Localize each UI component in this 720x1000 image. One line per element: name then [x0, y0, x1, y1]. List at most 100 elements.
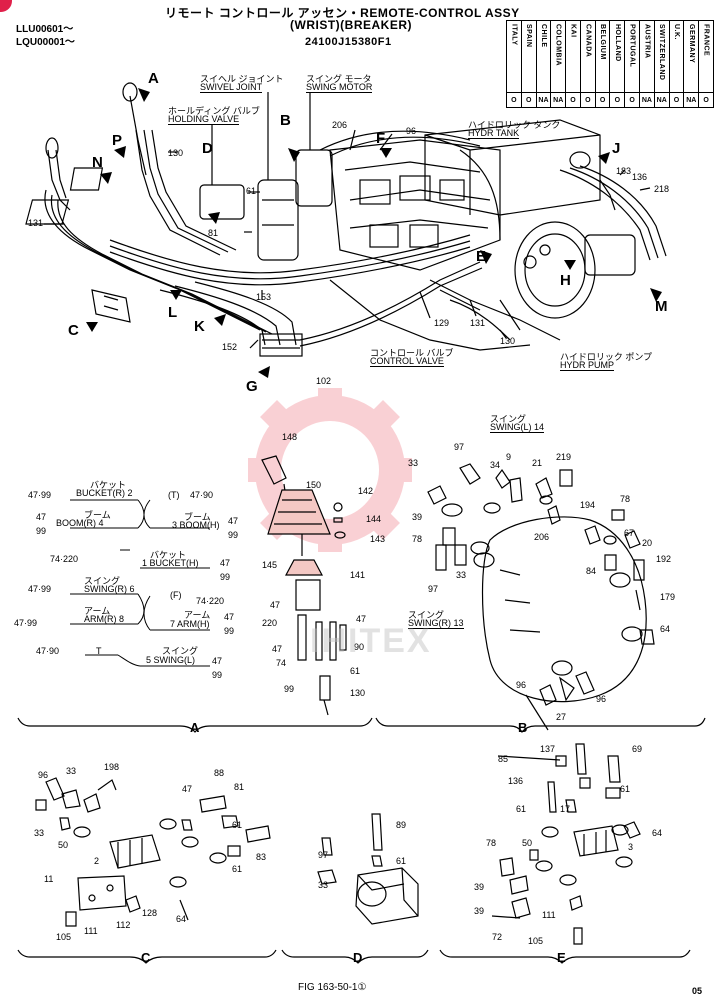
part-callout-number: 74	[276, 658, 287, 668]
country-applicability: NA	[684, 92, 699, 107]
part-callout-number: 34	[490, 460, 501, 470]
schematic-port-number: 47·99	[14, 618, 38, 628]
view-letter-h: H	[560, 272, 571, 289]
part-callout-number: 97	[454, 442, 465, 452]
hydr-pump-label: HYDR PUMP	[560, 360, 615, 371]
part-callout-number: 96	[596, 694, 607, 704]
schematic-port-number: 99	[224, 626, 235, 636]
part-callout-number: 131	[470, 318, 486, 328]
part-callout-number: 47	[272, 644, 283, 654]
country-name: KAI	[569, 24, 577, 38]
part-callout-number: 130	[500, 336, 516, 346]
schem-swing-l: 5 SWING(L)	[146, 655, 196, 665]
view-letter-n: N	[92, 154, 103, 171]
part-callout-number: 11	[44, 874, 54, 884]
schematic-port-number: 99	[228, 530, 239, 540]
part-callout-number: 20	[642, 538, 653, 548]
schem-t2-port: T	[96, 646, 102, 656]
schem-boom-h-jp: ブーム	[184, 512, 211, 522]
title-line1: リモート コントロール アッセン・REMOTE-CONTROL ASSY	[165, 6, 520, 20]
part-callout-number: 136	[508, 776, 524, 786]
part-callout-number: 78	[412, 534, 423, 544]
arrow-icon	[138, 88, 150, 102]
part-callout-number: 33	[66, 766, 77, 776]
part-callout-number: 69	[632, 744, 643, 754]
rubber-boot-icon	[267, 489, 331, 535]
schematic-port-number: 47·90	[190, 490, 214, 500]
view-letter-k: K	[194, 318, 205, 335]
part-callout-number: 128	[142, 908, 158, 918]
part-callout-number: 67	[624, 528, 635, 538]
schem-swing-r: SWING(R) 6	[84, 584, 135, 594]
schem-bucket-r: BUCKET(R) 2	[76, 488, 133, 498]
schematic-port-number: 99	[36, 526, 47, 536]
schem-arm-r: ARM(R) 8	[84, 614, 124, 624]
part-callout-number: 61	[516, 804, 527, 814]
schem-t-port: (T)	[168, 490, 180, 500]
country-name: SPAIN	[525, 24, 533, 48]
section-label-c: C	[141, 950, 151, 965]
part-callout-number: 150	[306, 480, 322, 490]
country-applicability: NA	[654, 92, 669, 107]
swing-r-label-jp: スイング	[408, 610, 445, 620]
country-applicability: O	[566, 92, 580, 107]
part-callout-number: 192	[656, 554, 672, 564]
part-callout-number: 179	[660, 592, 676, 602]
part-callout-number: 17	[560, 804, 571, 814]
view-letter-j: J	[612, 140, 621, 157]
part-callout-number: 64	[660, 624, 671, 634]
schematic-port-number: 47	[224, 612, 235, 622]
part-callout-number: 61	[232, 864, 243, 874]
schematic-port-number: 47	[220, 558, 231, 568]
part-callout-number: 72	[492, 932, 503, 942]
schem-arm-r-jp: アーム	[84, 606, 111, 616]
part-callout-number: 89	[396, 820, 407, 830]
arrow-icon	[258, 366, 270, 378]
schem-boom-r: BOOM(R) 4	[56, 518, 104, 528]
arrow-icon	[480, 250, 492, 264]
section-label-d: D	[353, 950, 363, 965]
part-callout-number: 141	[350, 570, 366, 580]
title-line2: (WRIST)(BREAKER)	[290, 18, 412, 32]
holding-valve-label-jp: ホールディング バルブ	[168, 106, 260, 116]
part-callout-number: 97	[318, 850, 329, 860]
arrow-icon	[170, 290, 182, 300]
country-applicability: O	[580, 92, 595, 107]
part-callout-number: 85	[498, 754, 509, 764]
arrow-icon	[598, 152, 610, 164]
view-letter-m: M	[655, 298, 668, 315]
schematic-port-number: 74·220	[50, 554, 79, 564]
country-applicability: O	[507, 92, 521, 107]
schem-f-port: (F)	[170, 590, 182, 600]
part-callout-number: 143	[370, 534, 386, 544]
part-callout-number: 183	[616, 166, 632, 176]
swing-l-label: SWING(L) 14	[490, 422, 545, 433]
country-applicability: NA	[536, 92, 551, 107]
part-callout-number: 144	[366, 514, 382, 524]
schem-bucket-h: 1 BUCKET(H)	[142, 558, 199, 568]
part-callout-number: 9	[506, 452, 512, 462]
part-callout-number: 61	[396, 856, 407, 866]
part-callout-number: 47	[270, 600, 281, 610]
schematic-port-number: 47	[228, 516, 239, 526]
part-callout-number: 27	[556, 712, 567, 722]
part-callout-number: 97	[428, 584, 439, 594]
country-name: SWITZERLAND	[658, 24, 666, 81]
view-letter-g: G	[246, 378, 258, 395]
country-name: PORTUGAL	[628, 24, 636, 68]
page-number: 05	[692, 986, 703, 996]
hydr-pump-label-jp: ハイドロリック ポンプ	[560, 352, 653, 362]
schem-boom-r-jp: ブーム	[84, 510, 111, 520]
part-callout-number: 33	[34, 828, 45, 838]
part-callout-number: 153	[256, 292, 272, 302]
part-callout-number: 111	[84, 926, 98, 936]
country-name: BELGIUM	[599, 24, 607, 60]
swivel-joint-label: SWIVEL JOINT	[200, 82, 263, 93]
